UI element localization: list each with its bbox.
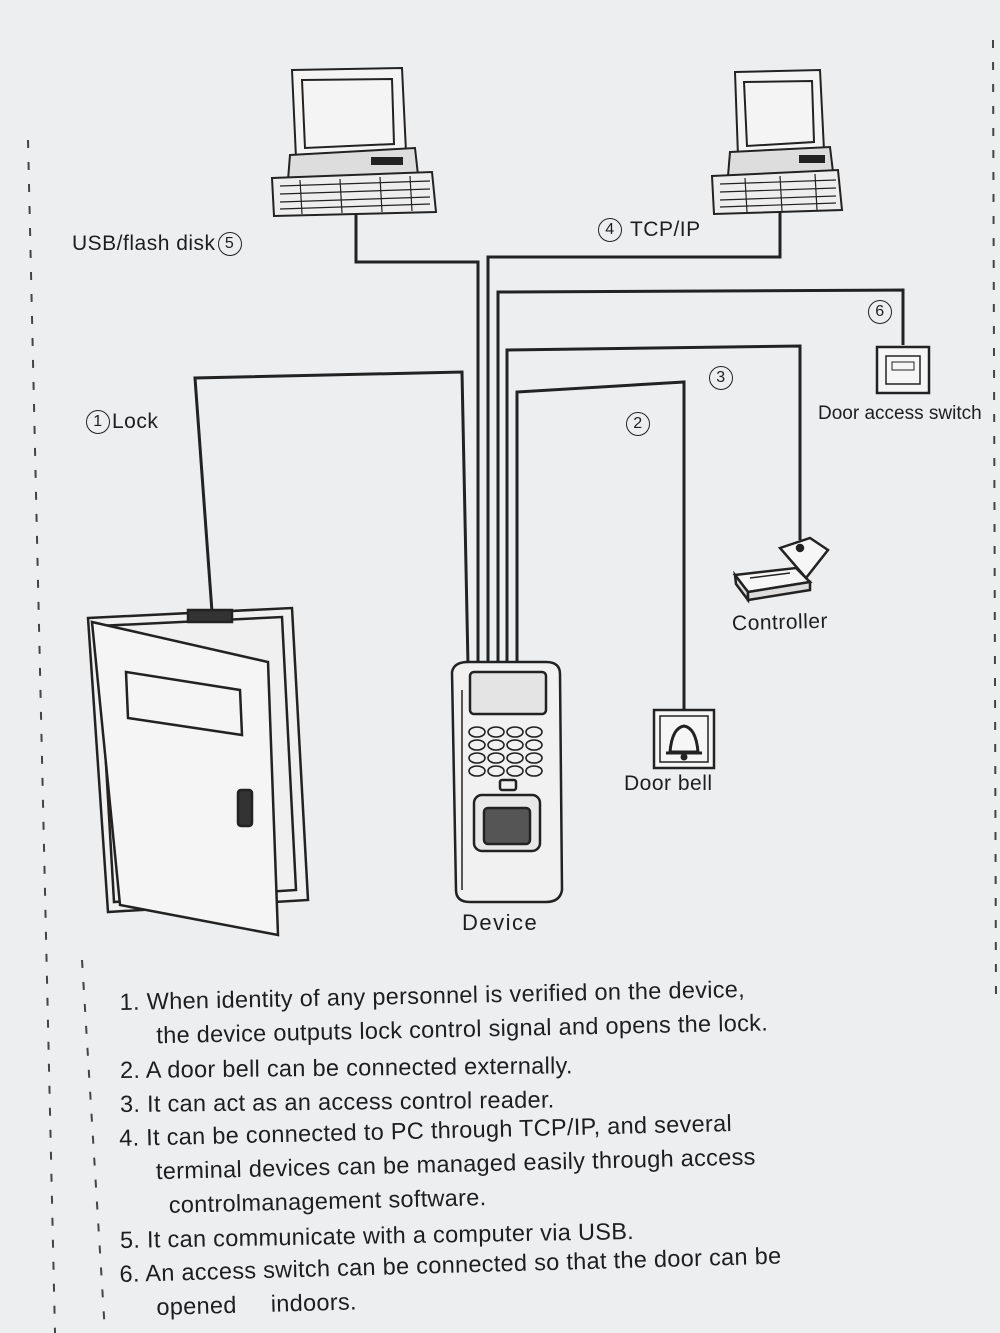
door-bell-label: Door bell: [624, 772, 713, 795]
fold-line-right: [992, 39, 997, 1001]
computer-left-icon: [270, 66, 438, 218]
note-number: 5.: [119, 1226, 141, 1253]
usb-number-badge: 5: [217, 232, 242, 257]
note-line: A door bell can be connected externally.: [145, 1052, 573, 1083]
switch-number-badge: 6: [868, 300, 892, 325]
computer-right-icon: [710, 68, 844, 216]
lock-number-badge: 1: [86, 410, 110, 435]
wires: [193, 212, 905, 710]
door-access-switch-icon: [875, 345, 931, 395]
note-number: 1.: [119, 988, 141, 1016]
note-4: 4. It can be connected to PC through TCP…: [119, 1100, 981, 1223]
controller-number-badge: 3: [709, 366, 733, 391]
usb-label-text: USB/flash disk: [72, 232, 216, 255]
tcp-label-text: TCP/IP: [629, 218, 701, 241]
tcp-number-badge: 4: [598, 218, 622, 243]
device-label: Device: [462, 910, 539, 935]
tcp-label: 4 TCP/IP: [596, 218, 701, 243]
note-number: 6.: [119, 1260, 141, 1288]
door-access-switch-label: Door access switch: [818, 403, 982, 424]
door-icon: [86, 606, 310, 937]
fold-line-left-inner: [81, 959, 106, 1333]
fold-line-left: [27, 139, 56, 1333]
wire-usb: [354, 215, 480, 665]
door-bell-icon: [652, 708, 716, 770]
note-number: 3.: [119, 1090, 141, 1117]
switch-number-label: 6: [866, 300, 894, 325]
door-bell-number-badge: 2: [626, 412, 650, 437]
device-icon: [450, 660, 564, 904]
note-number: 4.: [118, 1124, 140, 1152]
wire-controller: [505, 344, 802, 665]
controller-number-label: 3: [707, 366, 735, 391]
wire-switch: [496, 288, 905, 665]
wire-lock: [193, 370, 470, 666]
lock-label-text: Lock: [112, 410, 159, 433]
wire-doorbell: [515, 380, 686, 710]
door-bell-number-label: 2: [624, 412, 652, 437]
note-number: 2.: [119, 1056, 141, 1083]
wire-tcp: [486, 212, 782, 665]
controller-icon: [732, 536, 830, 604]
notes-list: 1. When identity of any personnel is ver…: [119, 976, 981, 1325]
controller-label: Controller: [731, 609, 829, 636]
